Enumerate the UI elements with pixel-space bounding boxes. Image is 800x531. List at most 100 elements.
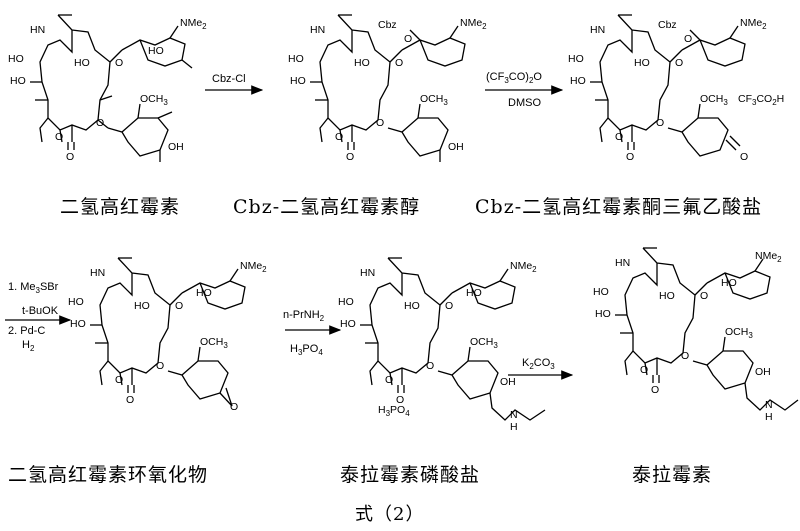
- label-och3-4: OCH3: [200, 336, 228, 350]
- caption-structure-5: 泰拉霉素磷酸盐: [340, 464, 481, 486]
- label-o-6a: O: [700, 290, 708, 302]
- label-cbz-3: Cbz: [658, 19, 677, 31]
- label-o-2e: O: [404, 33, 412, 45]
- label-oh-5: OH: [500, 376, 516, 388]
- label-hn-1: HN: [30, 24, 45, 36]
- label-tfa: CF3CO2H: [738, 93, 784, 107]
- label-nme2-1: NMe2: [180, 17, 207, 31]
- label-o-3a: O: [675, 57, 683, 69]
- label-h-6: H: [765, 411, 773, 423]
- label-o-3b: O: [615, 131, 623, 143]
- label-hn-6: HN: [615, 257, 630, 269]
- structure-cbz-dihydrohomoerythromycin-alcohol: [310, 14, 466, 162]
- structure-epoxide: [90, 257, 246, 407]
- label-ho-2a: HO: [288, 53, 304, 65]
- label-ho-1b: HO: [10, 75, 26, 87]
- label-o-5b: O: [385, 374, 393, 386]
- arrow-3-step2: 2. Pd-C: [8, 325, 45, 337]
- label-o-4b: O: [115, 374, 123, 386]
- arrow-3-h2: H2: [22, 339, 35, 353]
- caption-structure-2: Cbz-二氢高红霉素醇: [233, 196, 421, 218]
- label-nme2-5: NMe2: [510, 260, 537, 274]
- structure-tulathromycin-phosphate: [360, 257, 546, 421]
- label-o-1c: O: [96, 117, 104, 129]
- label-o-3c: O: [656, 117, 664, 129]
- label-och3-5: OCH3: [470, 336, 498, 350]
- label-och3-1: OCH3: [140, 93, 168, 107]
- label-n-5: N: [510, 409, 518, 421]
- label-och3-3: OCH3: [700, 93, 728, 107]
- label-o-4e: O: [230, 401, 238, 413]
- label-och3-2: OCH3: [420, 93, 448, 107]
- label-hn-2: HN: [310, 24, 325, 36]
- label-ho-5c: HO: [404, 300, 420, 312]
- label-hn-3: HN: [590, 24, 605, 36]
- label-ho-5d: HO: [466, 287, 482, 299]
- label-nme2-6: NMe2: [755, 250, 782, 264]
- caption-structure-1: 二氢高红霉素: [60, 196, 181, 218]
- label-o-1d: O: [66, 151, 74, 163]
- label-oh-1: OH: [168, 141, 184, 153]
- caption-structure-4: 二氢高红霉素环氧化物: [8, 464, 209, 486]
- arrow-5-reagent: K2CO3: [522, 357, 555, 371]
- label-ho-6d: HO: [721, 277, 737, 289]
- label-ho-3b: HO: [570, 75, 586, 87]
- label-o-2c: O: [376, 117, 384, 129]
- label-o-6c: O: [681, 350, 689, 362]
- label-ho-4a: HO: [68, 296, 84, 308]
- label-ho-6a: HO: [593, 286, 609, 298]
- label-o-3e: O: [684, 33, 692, 45]
- label-hn-4: HN: [90, 267, 105, 279]
- label-ho-6b: HO: [595, 308, 611, 320]
- label-o-6d: O: [651, 384, 659, 396]
- label-ho-4b: HO: [70, 318, 86, 330]
- arrow-2-reagent: (CF3CO)2O: [486, 71, 542, 85]
- label-o-4d: O: [126, 394, 134, 406]
- label-o-5c: O: [426, 360, 434, 372]
- label-o-5a: O: [445, 300, 453, 312]
- label-o-5d: O: [396, 394, 404, 406]
- label-nme2-2: NMe2: [460, 17, 487, 31]
- label-o-4a: O: [175, 300, 183, 312]
- label-ho-3a: HO: [568, 53, 584, 65]
- arrow-3-base: t-BuOK: [22, 305, 59, 317]
- label-o-2d: O: [346, 151, 354, 163]
- label-o-3d: O: [626, 151, 634, 163]
- label-ho-5b: HO: [340, 318, 356, 330]
- label-n-6: N: [765, 399, 773, 411]
- label-o-4c: O: [156, 360, 164, 372]
- label-och3-6: OCH3: [725, 326, 753, 340]
- label-ho-1c: HO: [74, 57, 90, 69]
- label-ho-3c: HO: [634, 57, 650, 69]
- label-ho-4c: HO: [134, 300, 150, 312]
- label-o-2b: O: [335, 131, 343, 143]
- label-ho-4d: HO: [196, 287, 212, 299]
- label-hn-5: HN: [360, 267, 375, 279]
- structure-tulathromycin: [615, 247, 799, 411]
- label-o-6b: O: [640, 364, 648, 376]
- formula-label: 式（2）: [355, 504, 425, 525]
- arrow-1-reagent: Cbz-Cl: [212, 73, 246, 85]
- caption-structure-6: 泰拉霉素: [632, 464, 713, 486]
- label-oh-6: OH: [755, 366, 771, 378]
- label-o-2a: O: [395, 57, 403, 69]
- label-h-5: H: [510, 421, 518, 433]
- arrow-4-acid: H3PO4: [290, 343, 323, 357]
- label-ho-6c: HO: [659, 290, 675, 302]
- label-o-1a: O: [115, 57, 123, 69]
- caption-structure-3: Cbz-二氢高红霉素酮三氟乙酸盐: [475, 196, 763, 218]
- structure-cbz-ketone-tfa-salt: [590, 14, 746, 157]
- label-ho-1a: HO: [8, 53, 24, 65]
- label-nme2-4: NMe2: [240, 260, 267, 274]
- structure-dihydrohomoerythromycin: [30, 14, 193, 162]
- label-o-1b: O: [55, 131, 63, 143]
- label-nme2-3: NMe2: [740, 17, 767, 31]
- label-o-3f: O: [740, 151, 748, 163]
- label-ho-2b: HO: [290, 75, 306, 87]
- arrow-4-reagent: n-PrNH2: [283, 309, 325, 323]
- label-cbz-2: Cbz: [378, 19, 397, 31]
- label-oh-2: OH: [448, 141, 464, 153]
- arrow-3-step1: 1. Me3SBr: [8, 281, 59, 295]
- label-ho-2c: HO: [354, 57, 370, 69]
